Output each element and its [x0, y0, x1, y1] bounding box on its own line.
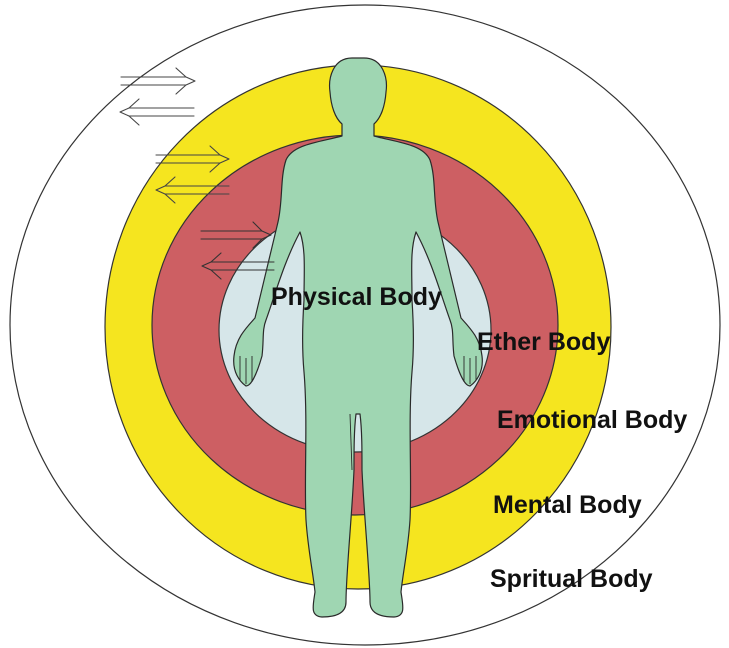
spiritual-body-label: Spritual Body [490, 565, 653, 593]
ether-body-label: Ether Body [477, 328, 610, 356]
mental-body-label: Mental Body [493, 491, 642, 519]
physical-body-label: Physical Body [271, 283, 442, 311]
emotional-body-label: Emotional Body [497, 406, 687, 434]
